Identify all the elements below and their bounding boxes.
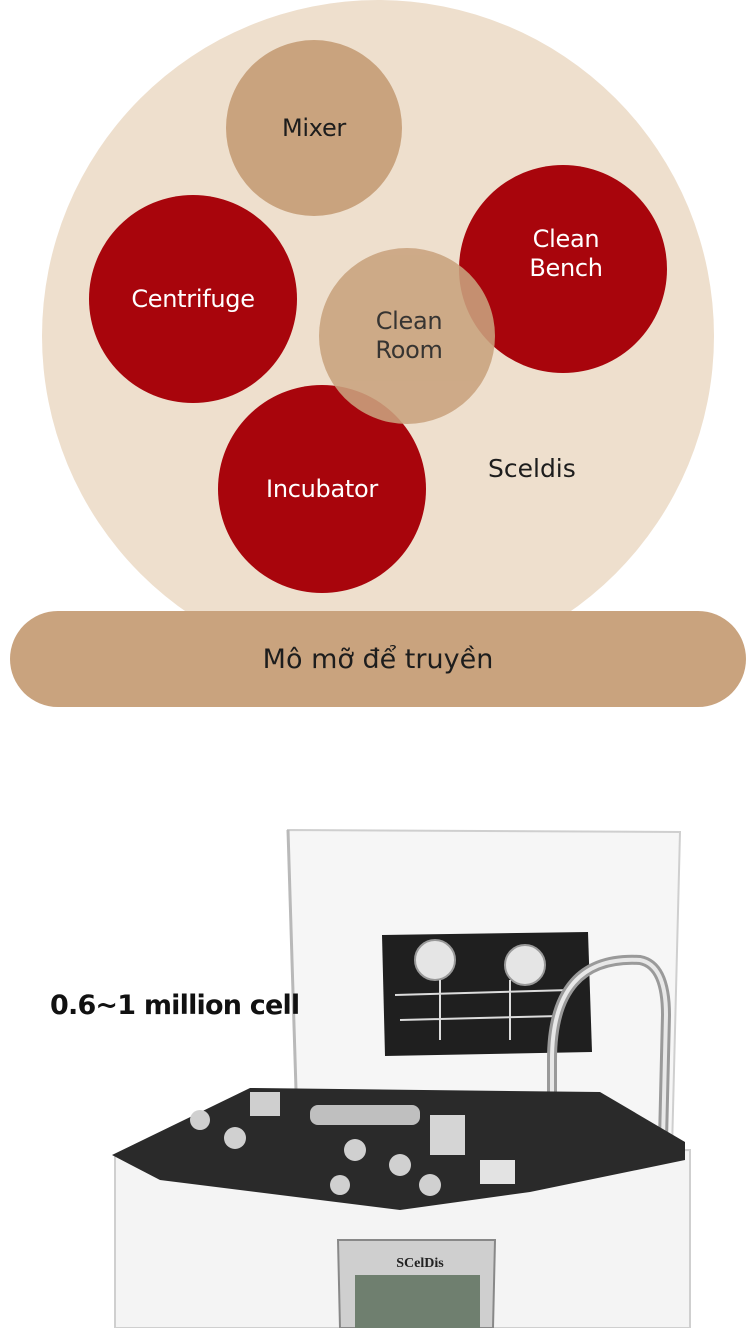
base-bar: Mô mỡ để truyền: [10, 611, 746, 707]
incubator-label: Incubator: [266, 474, 378, 503]
base-label: Mô mỡ để truyền: [262, 643, 494, 675]
clean-room-node: Clean Room: [319, 248, 495, 424]
mixer-label: Mixer: [282, 113, 346, 142]
clean-bench-label: Clean Bench: [529, 225, 603, 282]
screen-brand: SCelDis: [396, 1256, 444, 1271]
centrifuge-node: Centrifuge: [89, 195, 297, 403]
capacity-caption: 0.6~1 million cell: [50, 990, 300, 1021]
clean-room-label: Clean Room: [375, 307, 443, 364]
incubator-node: Incubator: [218, 385, 426, 593]
system-label: Sceldis: [488, 454, 576, 483]
centrifuge-label: Centrifuge: [131, 284, 255, 313]
sceldis-device-image: SCelDis: [112, 828, 691, 1328]
mixer-node: Mixer: [226, 40, 402, 216]
